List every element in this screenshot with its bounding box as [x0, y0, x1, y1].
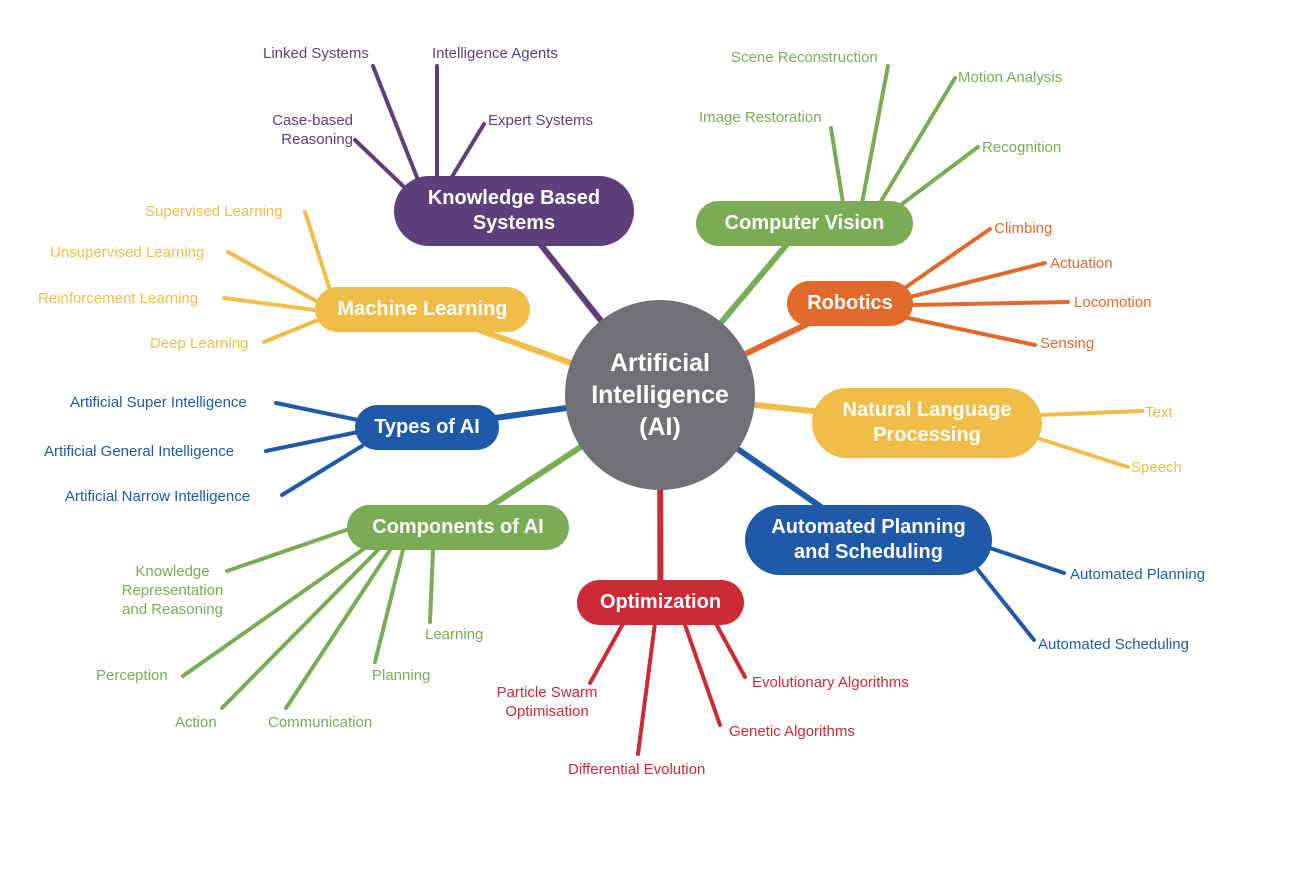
- optimization-leaf-label: Evolutionary Algorithms: [752, 674, 909, 691]
- robotics-leaf-label: Actuation: [1050, 255, 1113, 272]
- components-leaf-label: Planning: [372, 667, 431, 684]
- robotics-leaf-line-1: [908, 261, 1047, 299]
- ml-leaf-label: Supervised Learning: [145, 203, 283, 220]
- kbs-leaf-label: Case-based Reasoning: [272, 112, 353, 148]
- ml-leaf-line-1: [226, 250, 320, 304]
- robotics-leaf-label: Climbing: [994, 220, 1053, 237]
- vision-leaf-line-1: [878, 76, 957, 205]
- ml-leaf-line-3: [262, 318, 320, 344]
- vision-leaf-label: Recognition: [982, 139, 1062, 156]
- vision-leaf-line-0: [860, 64, 890, 205]
- types-leaf-label: Artificial Super Intelligence: [70, 394, 247, 411]
- ml-leaf-label: Reinforcement Learning: [38, 290, 199, 307]
- robotics-leaf-label: Sensing: [1040, 335, 1095, 352]
- types-leaf-line-2: [280, 444, 364, 497]
- nlp-branch-node: Natural Language Processing: [812, 388, 1042, 458]
- planning-leaf-label: Automated Planning: [1070, 566, 1206, 583]
- vision-leaf-line-2: [829, 126, 845, 205]
- components-leaf-label: Learning: [425, 626, 484, 643]
- kbs-leaf-line-2: [353, 138, 405, 188]
- kbs-leaf-label: Intelligence Agents: [432, 45, 558, 62]
- kbs-branch-node: Knowledge Based Systems: [394, 176, 634, 246]
- vision-leaf-line-3: [896, 145, 980, 209]
- ml-leaf-label: Deep Learning: [150, 335, 249, 352]
- robotics-leaf-line-2: [908, 300, 1070, 307]
- kbs-leaf-line-0: [371, 64, 420, 182]
- optimization-leaf-line-3: [712, 618, 747, 679]
- nlp-leaf-label: Text: [1145, 404, 1173, 421]
- planning-branch-node: Automated Planning and Scheduling: [745, 505, 992, 575]
- components-branch-node: Components of AI: [347, 505, 569, 550]
- nlp-leaf-line-1: [1038, 437, 1130, 469]
- robotics-leaf-line-3: [906, 316, 1037, 347]
- robotics-leaf-label: Locomotion: [1074, 294, 1152, 311]
- planning-leaf-label: Automated Scheduling: [1038, 636, 1189, 653]
- vision-leaf-label: Image Restoration: [699, 109, 822, 126]
- planning-leaf-line-0: [988, 546, 1066, 575]
- vision-branch-node: Computer Vision: [696, 201, 913, 246]
- kbs-leaf-label: Linked Systems: [263, 45, 369, 62]
- components-leaf-line-4: [373, 548, 405, 664]
- components-leaf-label: Perception: [96, 667, 168, 684]
- optimization-leaf-line-0: [588, 620, 626, 685]
- optimization-leaf-label: Genetic Algorithms: [729, 723, 855, 740]
- optimization-leaf-line-2: [682, 620, 722, 727]
- components-leaf-line-1: [181, 546, 367, 678]
- types-leaf-label: Artificial General Intelligence: [44, 443, 235, 460]
- types-branch-node: Types of AI: [355, 405, 499, 450]
- robotics-leaf-line-0: [904, 227, 992, 289]
- components-leaf-line-2: [220, 548, 380, 710]
- ml-leaf-label: Unsupervised Learning: [50, 244, 205, 261]
- nlp-leaf-label: Speech: [1131, 459, 1182, 476]
- nlp-leaf-line-0: [1038, 409, 1144, 417]
- types-leaf-line-1: [264, 430, 360, 453]
- optimization-leaf-label: Particle Swarm Optimisation: [496, 684, 598, 720]
- vision-leaf-label: Motion Analysis: [958, 69, 1063, 86]
- ml-branch-node: Machine Learning: [315, 287, 530, 332]
- types-leaf-label: Artificial Narrow Intelligence: [65, 488, 251, 505]
- ml-leaf-line-2: [222, 296, 317, 312]
- vision-leaf-label: Scene Reconstruction: [731, 49, 878, 66]
- types-leaf-line-0: [274, 401, 360, 422]
- optimization-branch-node: Optimization: [577, 580, 744, 625]
- central-topic: Artificial Intelligence (AI): [565, 300, 755, 490]
- kbs-leaf-line-3: [448, 122, 486, 182]
- components-leaf-line-0: [225, 526, 354, 573]
- planning-leaf-line-1: [976, 568, 1036, 642]
- components-leaf-label: Knowledge Representation and Reasoning: [121, 563, 224, 618]
- components-leaf-label: Action: [175, 714, 217, 731]
- robotics-branch-node: Robotics: [787, 281, 913, 326]
- components-leaf-label: Communication: [268, 714, 373, 731]
- optimization-leaf-line-1: [636, 621, 657, 756]
- optimization-leaf-label: Differential Evolution: [568, 761, 706, 778]
- kbs-leaf-label: Expert Systems: [488, 112, 594, 129]
- components-leaf-line-3: [284, 548, 392, 710]
- ml-leaf-line-0: [303, 210, 332, 292]
- components-leaf-line-5: [428, 548, 435, 624]
